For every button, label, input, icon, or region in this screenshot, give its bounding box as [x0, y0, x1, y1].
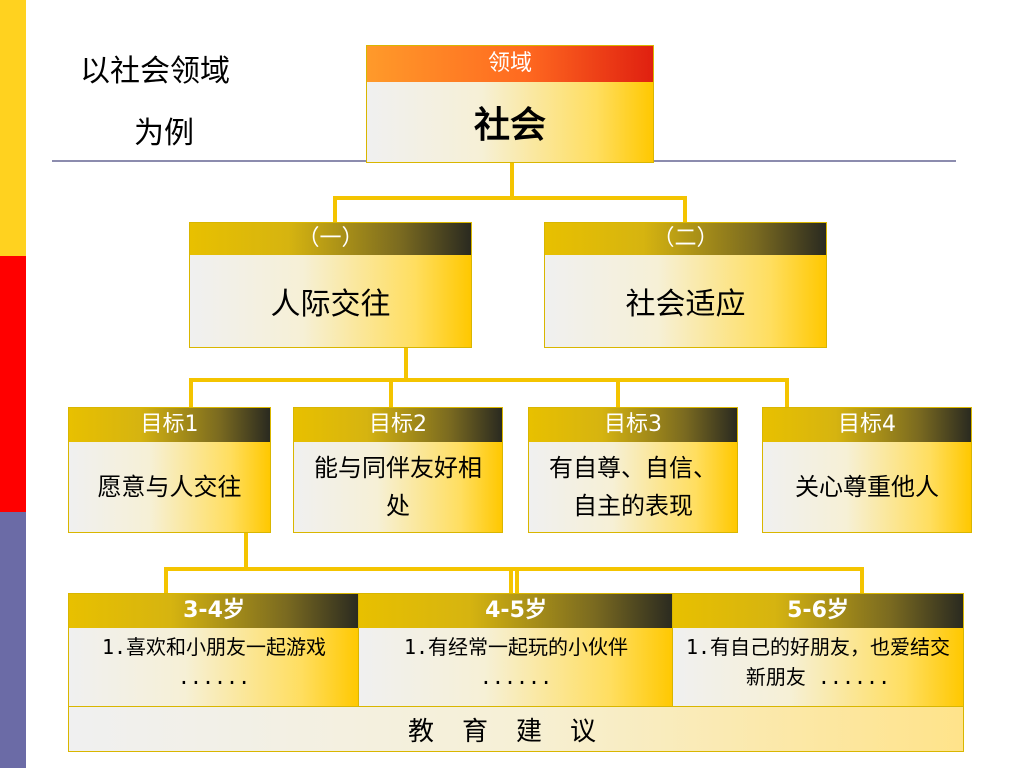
- goal-node-3: 目标3 有自尊、自信、自主的表现: [528, 407, 738, 533]
- goal-label-4: 关心尊重他人: [795, 473, 939, 501]
- level1-node-1: （一） 人际交往: [189, 222, 472, 348]
- goal-node-2: 目标2 能与同伴友好相处: [293, 407, 503, 533]
- heading-line2: 为例: [134, 116, 194, 151]
- level1-label-1: 人际交往: [270, 287, 391, 322]
- goal-label-2: 能与同伴友好相处: [314, 454, 482, 520]
- goal-label-1: 愿意与人交往: [97, 473, 242, 501]
- age-header-3: 5-6岁: [673, 594, 963, 628]
- goal-header-3: 目标3: [529, 408, 737, 442]
- education-suggestion: 教育建议: [68, 706, 964, 752]
- age-ellipsis-3: ......: [817, 665, 891, 689]
- level1-header-1: （一）: [190, 223, 471, 255]
- heading-line1: 以社会领域: [80, 54, 230, 89]
- goal-node-4: 目标4 关心尊重他人: [762, 407, 972, 533]
- age-ellipsis-1: ......: [177, 665, 251, 689]
- goal-header-2: 目标2: [294, 408, 502, 442]
- age-node-3: 5-6岁 1.有自己的好朋友，也爱结交新朋友 ......: [672, 593, 964, 707]
- root-header: 领域: [367, 46, 653, 82]
- age-header-1: 3-4岁: [69, 594, 359, 628]
- level1-label-2: 社会适应: [625, 287, 746, 322]
- root-label: 社会: [473, 105, 546, 146]
- goal-node-1: 目标1 愿意与人交往: [68, 407, 271, 533]
- age-text-3: 1.有自己的好朋友，也爱结交新朋友 ......: [685, 635, 951, 689]
- age-node-2: 4-5岁 1.有经常一起玩的小伙伴 ......: [358, 593, 674, 707]
- goal-header-1: 目标1: [69, 408, 270, 442]
- left-stripe-red: [0, 256, 26, 512]
- age-node-1: 3-4岁 1.喜欢和小朋友一起游戏 ......: [68, 593, 360, 707]
- level1-node-2: （二） 社会适应: [544, 222, 827, 348]
- age-text-2: 1.有经常一起玩的小伙伴: [403, 635, 629, 659]
- level1-header-2: （二）: [545, 223, 826, 255]
- left-stripe-purple: [0, 512, 26, 768]
- age-header-2: 4-5岁: [359, 594, 673, 628]
- goal-header-4: 目标4: [763, 408, 971, 442]
- left-stripe-yellow: [0, 0, 26, 256]
- goal-label-3: 有自尊、自信、自主的表现: [549, 454, 717, 520]
- age-ellipsis-2: ......: [479, 665, 553, 689]
- root-node: 领域 社会: [366, 45, 654, 163]
- age-text-1: 1.喜欢和小朋友一起游戏: [101, 635, 327, 659]
